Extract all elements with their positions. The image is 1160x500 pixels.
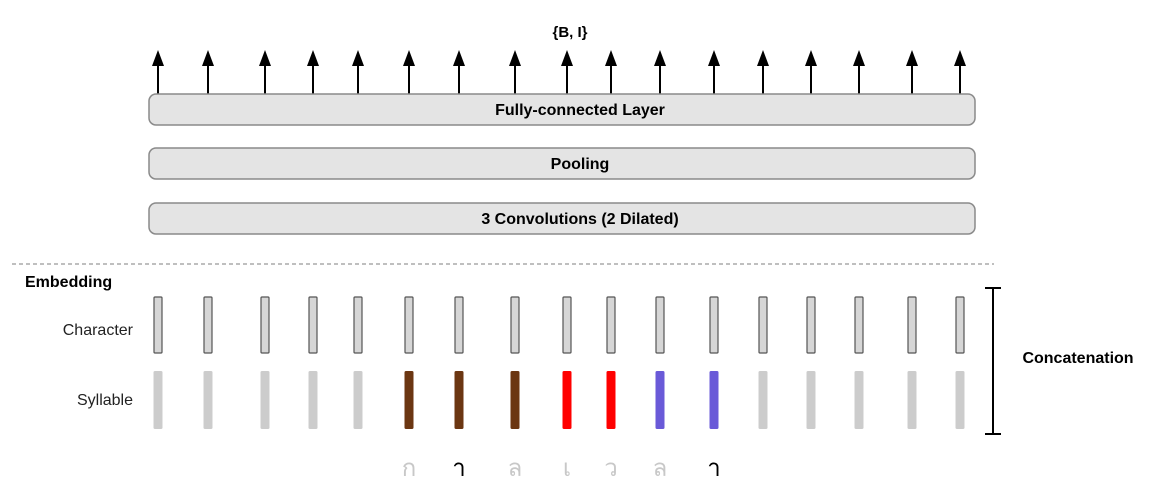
syllable-embedding-cell bbox=[907, 371, 917, 429]
fully-connected-layer-box bbox=[148, 93, 976, 126]
thai-input-characters: กาลเวลา bbox=[402, 454, 721, 482]
syllable-embedding-cell bbox=[404, 371, 414, 429]
syllable-embedding-cell bbox=[806, 371, 816, 429]
character-embedding-cell bbox=[404, 296, 414, 354]
syllable-embedding-cell bbox=[203, 371, 213, 429]
concatenation-label: Concatenation bbox=[1022, 350, 1133, 367]
thai-character: า bbox=[452, 454, 465, 482]
character-row-label: Character bbox=[63, 322, 134, 339]
syllable-embedding-cell bbox=[308, 371, 318, 429]
output-arrow bbox=[757, 50, 769, 94]
character-embedding-cell bbox=[709, 296, 719, 354]
thai-character: ว bbox=[604, 454, 617, 482]
output-arrow bbox=[954, 50, 966, 94]
syllable-row-label: Syllable bbox=[77, 392, 133, 409]
thai-character: ล bbox=[653, 454, 668, 482]
character-embedding-cell bbox=[260, 296, 270, 354]
pooling-layer-box bbox=[148, 147, 976, 180]
thai-character: เ bbox=[563, 454, 571, 482]
character-embedding-cell bbox=[562, 296, 572, 354]
output-arrow bbox=[352, 50, 364, 94]
concatenation-bracket bbox=[985, 287, 1001, 435]
pooling-layer: Pooling bbox=[148, 147, 976, 180]
character-embedding-cell bbox=[955, 296, 965, 354]
character-embedding-cell bbox=[606, 296, 616, 354]
output-label: {B, I} bbox=[552, 24, 587, 41]
syllable-embedding-cell bbox=[854, 371, 864, 429]
output-arrow bbox=[259, 50, 271, 94]
syllable-embedding-cell bbox=[510, 371, 520, 429]
thai-character: า bbox=[707, 454, 720, 482]
syllable-embedding-cell bbox=[562, 371, 572, 429]
fully-connected-layer: Fully-connected Layer bbox=[148, 93, 976, 126]
output-arrow bbox=[708, 50, 720, 94]
character-embedding-cell bbox=[308, 296, 318, 354]
output-arrow bbox=[605, 50, 617, 94]
syllable-embeddings bbox=[153, 371, 965, 429]
pooling-layer-label: Pooling bbox=[551, 156, 610, 173]
syllable-embedding-cell bbox=[153, 371, 163, 429]
thai-character: ก bbox=[402, 454, 417, 482]
character-embedding-cell bbox=[153, 296, 163, 354]
syllable-embedding-cell bbox=[606, 371, 616, 429]
output-arrow bbox=[403, 50, 415, 94]
output-arrow bbox=[202, 50, 214, 94]
character-embedding-cell bbox=[655, 296, 665, 354]
character-embedding-cell bbox=[806, 296, 816, 354]
convolution-layer-label: 3 Convolutions (2 Dilated) bbox=[481, 211, 678, 228]
syllable-embedding-cell bbox=[758, 371, 768, 429]
output-arrow bbox=[509, 50, 521, 94]
character-embedding-cell bbox=[454, 296, 464, 354]
syllable-embedding-cell bbox=[709, 371, 719, 429]
output-arrow bbox=[654, 50, 666, 94]
character-embedding-cell bbox=[203, 296, 213, 354]
syllable-embedding-cell bbox=[955, 371, 965, 429]
syllable-embedding-cell bbox=[260, 371, 270, 429]
fully-connected-layer-label: Fully-connected Layer bbox=[495, 102, 665, 119]
output-arrow bbox=[152, 50, 164, 94]
convolution-layer-box bbox=[148, 202, 976, 235]
character-embedding-cell bbox=[854, 296, 864, 354]
syllable-embedding-cell bbox=[353, 371, 363, 429]
character-embeddings bbox=[153, 296, 965, 354]
output-arrow bbox=[561, 50, 573, 94]
output-arrow bbox=[805, 50, 817, 94]
output-arrows bbox=[152, 50, 966, 94]
character-embedding-cell bbox=[510, 296, 520, 354]
thai-character: ล bbox=[508, 454, 523, 482]
character-embedding-cell bbox=[758, 296, 768, 354]
character-embedding-cell bbox=[907, 296, 917, 354]
syllable-embedding-cell bbox=[655, 371, 665, 429]
embedding-title: Embedding bbox=[25, 274, 112, 291]
output-arrow bbox=[853, 50, 865, 94]
convolution-layer: 3 Convolutions (2 Dilated) bbox=[148, 202, 976, 235]
output-arrow bbox=[906, 50, 918, 94]
output-arrow bbox=[453, 50, 465, 94]
syllable-embedding-cell bbox=[454, 371, 464, 429]
output-arrow bbox=[307, 50, 319, 94]
character-embedding-cell bbox=[353, 296, 363, 354]
